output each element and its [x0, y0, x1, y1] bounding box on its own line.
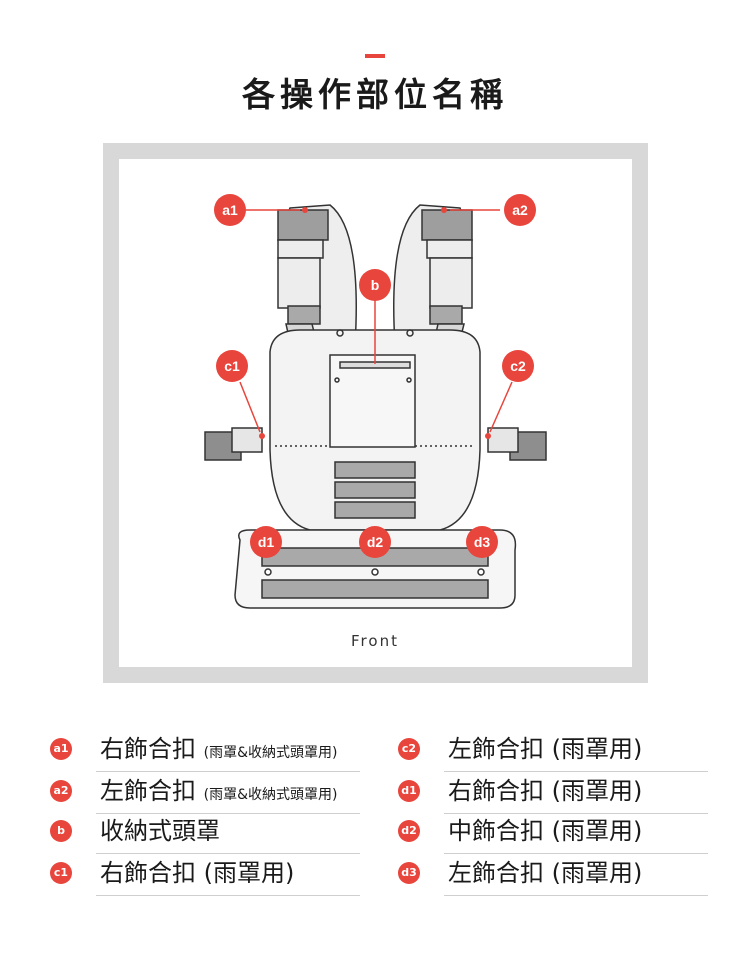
svg-text:c2: c2 — [510, 358, 526, 374]
legend-divider — [444, 853, 708, 854]
hood-pocket — [329, 354, 416, 448]
legend-badge: d2 — [398, 820, 420, 842]
legend-item-b: b 收納式頭罩 — [50, 815, 360, 854]
legend-badge: a1 — [50, 738, 72, 760]
svg-text:d1: d1 — [258, 534, 275, 550]
marker-d2: d2 — [359, 526, 391, 558]
legend-item-a2: a2 左飾合扣 (雨罩&收納式頭罩用) — [50, 775, 360, 814]
legend-divider — [96, 895, 360, 896]
legend-name: 左飾合扣 (雨罩用) — [448, 735, 643, 763]
marker-a2: a2 — [504, 194, 536, 226]
legend-divider — [96, 853, 360, 854]
svg-text:b: b — [371, 277, 380, 293]
legend-badge: d1 — [398, 780, 420, 802]
svg-text:a1: a1 — [222, 202, 238, 218]
legend-divider — [96, 771, 360, 772]
legend-name: 左飾合扣 (雨罩用) — [448, 859, 643, 887]
diagram-caption: Front — [351, 632, 399, 650]
legend-item-c2: c2 左飾合扣 (雨罩用) — [398, 733, 708, 772]
legend-name: 右飾合扣 — [100, 735, 196, 763]
legend-name: 右飾合扣 (雨罩用) — [100, 859, 295, 887]
marker-a1: a1 — [214, 194, 246, 226]
legend-divider — [444, 895, 708, 896]
legend-divider — [96, 813, 360, 814]
legend-badge: c1 — [50, 862, 72, 884]
marker-b: b — [359, 269, 391, 301]
marker-d1: d1 — [250, 526, 282, 558]
legend-name: 右飾合扣 (雨罩用) — [448, 777, 643, 805]
marker-c1: c1 — [216, 350, 248, 382]
legend-name: 收納式頭罩 — [100, 817, 220, 845]
svg-text:c1: c1 — [224, 358, 240, 374]
svg-text:a2: a2 — [512, 202, 528, 218]
marker-d3: d3 — [466, 526, 498, 558]
left-side-buckle — [204, 427, 263, 461]
legend-badge: c2 — [398, 738, 420, 760]
legend-item-d1: d1 右飾合扣 (雨罩用) — [398, 775, 708, 814]
legend-note: (雨罩&收納式頭罩用) — [203, 787, 338, 803]
legend-note: (雨罩&收納式頭罩用) — [203, 745, 338, 761]
legend-item-c1: c1 右飾合扣 (雨罩用) — [50, 857, 360, 896]
svg-text:d2: d2 — [367, 534, 384, 550]
svg-text:d3: d3 — [474, 534, 491, 550]
left-shoulder-strap — [277, 204, 357, 352]
legend-item-d2: d2 中飾合扣 (雨罩用) — [398, 815, 708, 854]
right-shoulder-strap — [393, 204, 473, 352]
legend-divider — [444, 813, 708, 814]
title-accent-bar — [365, 54, 385, 58]
legend-badge: b — [50, 820, 72, 842]
legend-item-a1: a1 右飾合扣 (雨罩&收納式頭罩用) — [50, 733, 360, 772]
legend-badge: d3 — [398, 862, 420, 884]
legend-name: 左飾合扣 — [100, 777, 196, 805]
baby-carrier-diagram: a1 a2 b c1 c2 d1 d2 d3 — [204, 194, 547, 609]
marker-c2: c2 — [502, 350, 534, 382]
legend-name: 中飾合扣 (雨罩用) — [448, 817, 643, 845]
page-title: 各操作部位名稱 — [242, 75, 508, 114]
legend-divider — [444, 771, 708, 772]
legend-item-d3: d3 左飾合扣 (雨罩用) — [398, 857, 708, 896]
legend-badge: a2 — [50, 780, 72, 802]
right-side-buckle — [487, 427, 547, 461]
